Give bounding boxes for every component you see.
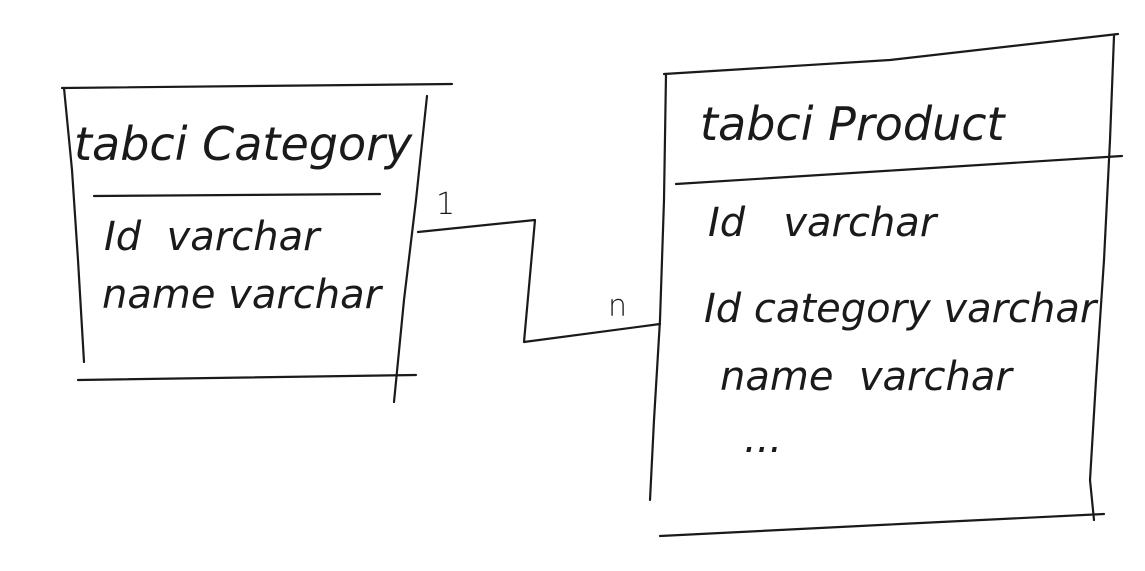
- cardinality-one-label: 1: [436, 187, 455, 222]
- category-field-id: Id varchar: [104, 214, 322, 260]
- category-table[interactable]: tabci Category Id varchar name varchar: [60, 82, 454, 404]
- category-table-left-border: [62, 86, 86, 364]
- category-table-top-border: [60, 82, 454, 90]
- product-field-ellipsis: ...: [744, 416, 782, 462]
- product-table-bottom-border: [658, 512, 1106, 538]
- category-table-title: tabci Category: [74, 117, 413, 171]
- product-field-id-category: Id category varchar: [704, 286, 1099, 332]
- product-field-name: name varchar: [720, 354, 1014, 400]
- category-field-name: name varchar: [102, 272, 384, 318]
- product-field-id: Id varchar: [708, 200, 939, 246]
- product-table-top-border: [662, 32, 1120, 76]
- product-table-title: tabci Product: [700, 97, 1007, 151]
- category-table-right-border: [392, 94, 429, 404]
- cardinality-many-label: n: [608, 289, 627, 324]
- category-table-header-divider: [92, 192, 382, 198]
- relationship-connector[interactable]: 1 n: [416, 187, 662, 344]
- product-table-right-border: [1088, 34, 1116, 522]
- product-table-left-border: [648, 72, 668, 502]
- relationship-line: [416, 218, 662, 344]
- product-table-header-divider: [674, 154, 1124, 186]
- product-table[interactable]: tabci Product Id varchar Id category var…: [648, 32, 1124, 538]
- category-table-bottom-border: [76, 373, 418, 382]
